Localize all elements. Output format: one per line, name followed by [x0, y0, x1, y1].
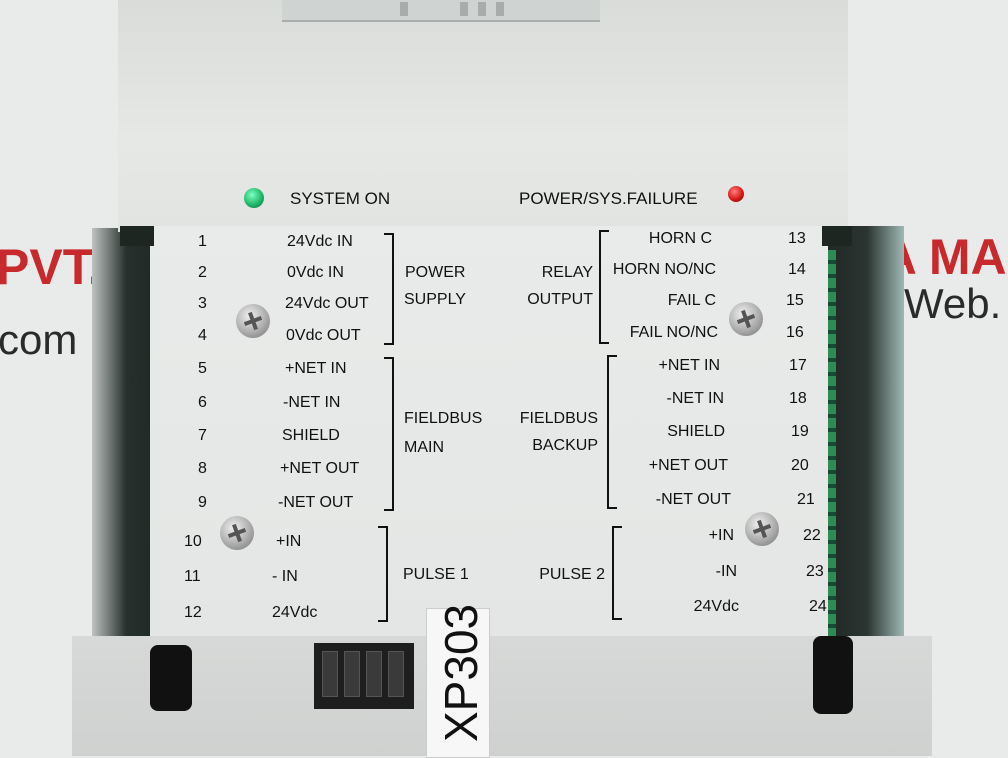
terminal-number: 4 [198, 327, 207, 344]
pulse-1-label: PULSE 1 [403, 566, 469, 583]
terminal-number: 9 [198, 494, 207, 511]
terminal-label: SHIELD [282, 427, 340, 444]
dip-switch-lever [322, 651, 338, 697]
model-label-plate [426, 608, 490, 758]
relay-output-bracket [599, 230, 609, 344]
front-panel [150, 226, 828, 646]
terminal-number: 16 [786, 324, 804, 341]
terminal-label: 24Vdc [272, 604, 318, 621]
terminal-number: 6 [198, 394, 207, 411]
failure-label: POWER/SYS.FAILURE [519, 189, 698, 208]
pulse-2-label: PULSE 2 [539, 566, 605, 583]
panel-notch [120, 226, 154, 246]
terminal-label: 24Vdc OUT [285, 295, 369, 312]
system-on-led [244, 188, 264, 208]
fieldbus-backup-bracket [607, 355, 617, 509]
screw [745, 512, 779, 546]
right-connector-port [813, 636, 853, 714]
terminal-number: 8 [198, 460, 207, 477]
terminal-label: +IN [276, 533, 302, 550]
terminal-label: -NET IN [283, 394, 341, 411]
terminal-label: HORN C [648, 230, 712, 247]
fieldbus-backup-label-2: BACKUP [532, 437, 598, 454]
fieldbus-main-label-2: MAIN [404, 439, 444, 456]
relay-output-label-2: OUTPUT [527, 291, 593, 308]
connector-pin [400, 2, 408, 16]
dip-switch [314, 643, 414, 709]
pulse-1-bracket [378, 526, 388, 622]
fieldbus-main-label-1: FIELDBUS [404, 410, 483, 427]
screw [220, 516, 254, 550]
terminal-number: 15 [786, 292, 804, 309]
terminal-number: 3 [198, 295, 207, 312]
terminal-number: 1 [198, 233, 207, 250]
watermark-left-bottom: com [0, 316, 78, 363]
terminal-number: 17 [789, 357, 807, 374]
system-on-label: SYSTEM ON [290, 189, 391, 208]
terminal-label: 24Vdc IN [287, 233, 353, 250]
fieldbus-main-bracket [384, 357, 394, 511]
terminal-label: +NET OUT [648, 457, 728, 474]
screw [236, 304, 270, 338]
terminal-number: 18 [789, 390, 807, 407]
fieldbus-backup-label-1: FIELDBUS [519, 410, 598, 427]
terminal-label: FAIL NO/NC [629, 324, 718, 341]
connector-pin [460, 2, 468, 16]
left-mounting-slot [150, 645, 192, 711]
terminal-number: 2 [198, 264, 207, 281]
terminal-number: 21 [797, 491, 815, 508]
terminal-number: 7 [198, 427, 207, 444]
top-plate [118, 0, 848, 232]
terminal-number: 19 [791, 423, 809, 440]
terminal-number: 10 [184, 533, 202, 550]
terminal-label: +NET IN [658, 357, 721, 374]
terminal-number: 14 [788, 261, 806, 278]
dip-switch-lever [366, 651, 382, 697]
power-supply-bracket [384, 233, 394, 345]
terminal-number: 23 [806, 563, 824, 580]
terminal-number: 24 [809, 598, 827, 615]
watermark-right-bottom: Web. [904, 280, 1002, 327]
terminal-label: -NET OUT [278, 494, 354, 511]
terminal-label: SHIELD [667, 423, 725, 440]
model-label: XP303 [435, 603, 487, 742]
terminal-label: +NET OUT [280, 460, 360, 477]
failure-led [728, 186, 744, 202]
terminal-label: 24Vdc [693, 598, 739, 615]
power-supply-label-2: SUPPLY [404, 291, 466, 308]
pulse-2-bracket [612, 526, 622, 620]
terminal-number: 11 [184, 568, 201, 585]
bottom-housing [72, 636, 932, 756]
terminal-label: -NET IN [666, 390, 724, 407]
terminal-label: +IN [708, 527, 734, 544]
relay-output-label-1: RELAY [541, 264, 593, 281]
terminal-number: 12 [184, 604, 202, 621]
watermark-left-top: PVT. [0, 239, 102, 295]
connector-pin [496, 2, 504, 16]
right-terminal-block [826, 250, 836, 638]
terminal-label: - IN [272, 568, 298, 585]
dip-switch-lever [344, 651, 360, 697]
connector-pin [478, 2, 486, 16]
terminal-label: -IN [715, 563, 737, 580]
top-connector [282, 0, 600, 22]
dip-switch-lever [388, 651, 404, 697]
terminal-label: HORN NO/NC [612, 261, 716, 278]
terminal-number: 22 [803, 527, 821, 544]
terminal-number: 20 [791, 457, 809, 474]
terminal-label: -NET OUT [655, 491, 731, 508]
panel-notch [822, 226, 852, 246]
terminal-number: 13 [788, 230, 806, 247]
terminal-label: 0Vdc OUT [286, 327, 361, 344]
terminal-label: FAIL C [667, 292, 716, 309]
terminal-number: 5 [198, 360, 207, 377]
terminal-label: 0Vdc IN [287, 264, 344, 281]
screw [729, 302, 763, 336]
terminal-label: +NET IN [285, 360, 347, 377]
power-supply-label-1: POWER [405, 264, 466, 281]
